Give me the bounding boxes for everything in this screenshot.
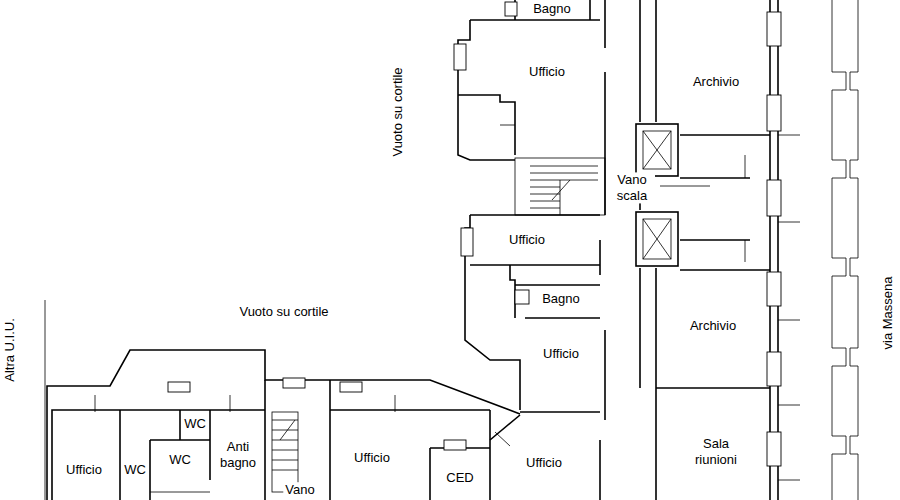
room-label: Archivio (691, 74, 741, 90)
middle-walls (454, 0, 605, 500)
room-label: Archivio (688, 318, 738, 334)
room-label: Vano (283, 482, 316, 498)
room-label: Ufficio (524, 455, 564, 471)
room-label: Ufficio (541, 346, 581, 362)
side-label: via Massena (880, 275, 896, 352)
room-label: Vano scala (609, 172, 655, 203)
room-label: CED (444, 470, 475, 486)
facade (767, 0, 858, 500)
room-label: Ufficio (527, 64, 567, 80)
room-label: Bagno (540, 291, 582, 307)
room-label: Bagno (531, 1, 573, 17)
room-label: WC (182, 416, 208, 432)
side-label: Vuoto su cortile (390, 65, 406, 158)
room-label: Ufficio (64, 462, 104, 478)
room-label: Ufficio (352, 450, 392, 466)
room-label: Sala riunioni (683, 436, 749, 467)
room-label: Vuoto su cortile (237, 304, 330, 320)
room-label: Anti bagno (215, 439, 261, 470)
left-wing-walls (45, 300, 520, 500)
room-label: WC (122, 462, 148, 478)
side-label: Altra U.I.U. (2, 316, 18, 384)
right-wing-walls (636, 0, 770, 500)
room-label: WC (167, 452, 193, 468)
room-label: Ufficio (507, 232, 547, 248)
